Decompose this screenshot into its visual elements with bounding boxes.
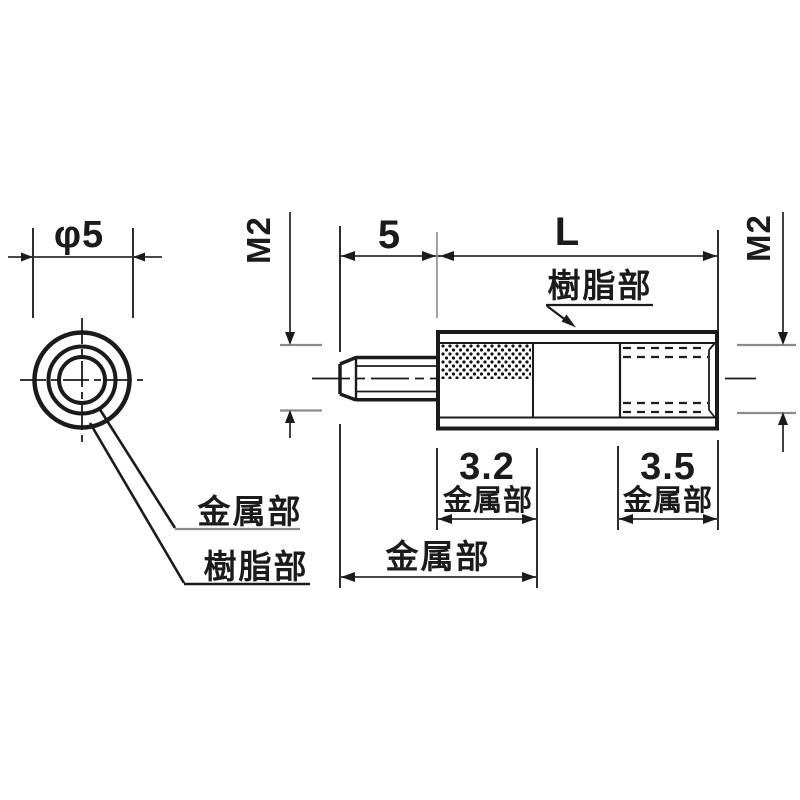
arrowhead	[619, 514, 633, 524]
male-thread-stud	[338, 355, 438, 402]
female-thread-size-label: M2	[740, 214, 777, 262]
end-view-centerlines	[20, 318, 143, 443]
male-thread-size-label: M2	[240, 216, 277, 264]
resin-part-callout: 樹脂部	[546, 267, 653, 328]
female-thread-insert	[618, 342, 716, 419]
metal-part-overall-label: 金属部	[385, 538, 491, 575]
arrowhead	[422, 251, 436, 261]
male-thread-length-label: 5	[378, 213, 400, 257]
arrowhead	[703, 514, 717, 524]
arrowhead	[522, 514, 536, 524]
metal-insert-left-length-label: 3.2	[459, 446, 515, 488]
outer-diameter-label: φ5	[54, 214, 104, 256]
metal-insert-right-material-label: 金属部	[622, 483, 713, 517]
metal-overall-dimension: 金属部	[340, 538, 537, 582]
resin-part-callout-label: 樹脂部	[548, 267, 653, 304]
top-dimensions	[339, 226, 719, 352]
body-length-label: L	[555, 210, 579, 254]
arrowhead	[21, 252, 33, 262]
arrowhead	[438, 514, 452, 524]
bottom-extension-lines	[339, 424, 719, 588]
left-m2-dimension: M2	[240, 212, 322, 438]
resin-part-leader-line	[88, 422, 310, 586]
metal-part-leader-line	[97, 407, 300, 531]
right-m2-dimension: M2	[737, 212, 796, 452]
resin-part-leader-label: 樹脂部	[204, 548, 309, 585]
arrowhead	[703, 251, 717, 261]
knurled-insert-section	[441, 343, 534, 418]
arrowhead	[341, 251, 355, 261]
side-view: 5 L 樹脂部 M2 M2	[240, 210, 796, 588]
metal-part-leader-label: 金属部	[197, 493, 303, 530]
arrowhead	[440, 251, 454, 261]
metal-insert-right-length-label: 3.5	[640, 446, 696, 488]
metal-insert-left-material-label: 金属部	[442, 483, 533, 517]
end-view: φ5 金属部 樹脂部	[8, 214, 310, 586]
arrowhead	[133, 252, 145, 262]
